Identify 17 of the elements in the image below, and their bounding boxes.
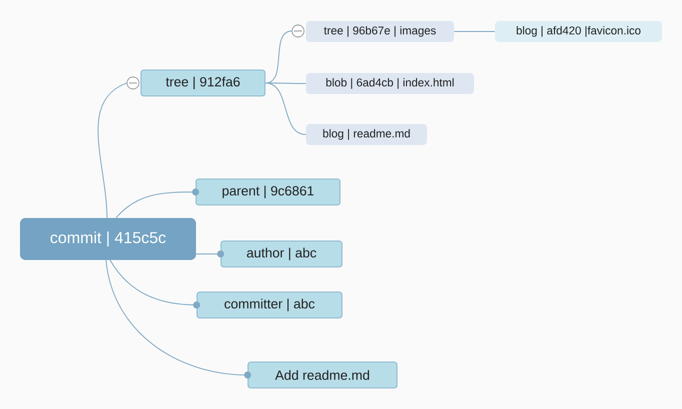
- topic-box: committer | abc: [196, 292, 342, 318]
- root-box: commit | 415c5c: [20, 218, 196, 260]
- connector: [106, 260, 252, 378]
- connector: [264, 82, 306, 135]
- topic-box: author | abc: [220, 240, 342, 268]
- subtopic-box: blog | readme.md: [306, 124, 427, 145]
- connector: [110, 260, 200, 308]
- subtopic-box: tree | 96b67e | images: [306, 21, 454, 42]
- subtopic-box: blog | afd420 |favicon.ico: [495, 21, 662, 42]
- connector: [454, 31, 496, 32]
- topic-box: tree | 912fa6: [140, 70, 266, 96]
- topic-box: Add readme.md: [248, 362, 398, 388]
- topic-box: parent | 9c6861: [196, 178, 340, 206]
- connector: [116, 188, 200, 218]
- connector: [196, 250, 224, 258]
- connector: [98, 82, 128, 218]
- subtopic-box: blob | 6ad4cb | index.html: [306, 73, 474, 94]
